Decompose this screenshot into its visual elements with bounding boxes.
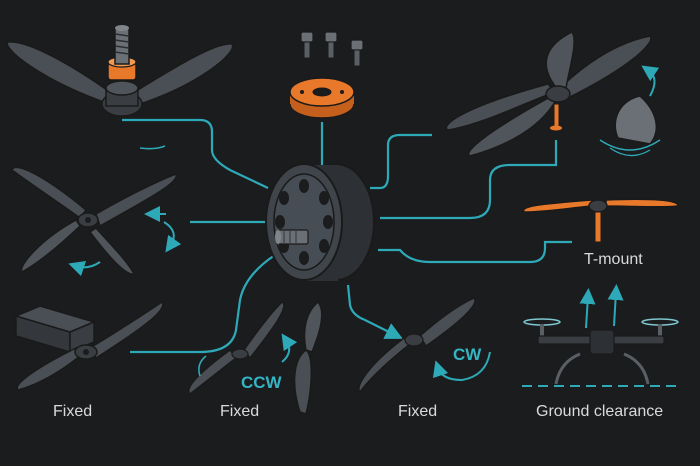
screw-icon [350,39,364,67]
connector-bottom-right [346,284,403,339]
propeller-bottom-center-left [188,300,323,415]
thrust-arrow [607,284,624,327]
connector-right-lower [378,240,572,264]
motor-icon [265,163,375,281]
spinner-cone-icon [599,65,661,157]
rotation-arrow-icon [68,260,101,277]
propeller-t-mount [522,198,679,243]
screw-set [300,31,364,67]
rotation-arrow-icon [432,351,491,382]
prop-blade-right [126,43,234,107]
connector-top-right [370,133,432,190]
propeller-bottom-center-right [358,297,491,394]
rotation-arrow-icon [641,65,660,97]
adapter-plate-icon [289,77,355,119]
screw-icon [300,31,314,59]
label-bottom-left: Fixed [53,403,93,420]
quadcopter-icon [522,284,682,387]
connector-right-upper [380,140,558,220]
connector-lines [122,118,572,354]
propeller-bottom-left [13,300,164,391]
connector-top-left [122,118,269,189]
connector-bottom-left [130,254,276,354]
thrust-arrow [579,288,596,329]
label-cw: CW [453,345,482,364]
label-t-mount: T-mount [584,251,643,268]
label-bottom-center-right: Fixed [398,403,438,420]
rotation-arrow-icon [281,333,298,363]
propeller-top-left [6,25,234,150]
label-ccw: CCW [241,373,282,392]
propeller-left-middle [11,166,182,277]
screw-icon [324,31,338,59]
label-ground-clearance: Ground clearance [536,403,664,420]
label-bottom-center-left: Fixed [220,403,260,420]
spin-mark [139,145,166,150]
propeller-top-right [445,31,652,157]
prop-blade-left [6,41,120,106]
motor-shaft [277,229,309,245]
rotation-arrow-icon [163,221,182,253]
